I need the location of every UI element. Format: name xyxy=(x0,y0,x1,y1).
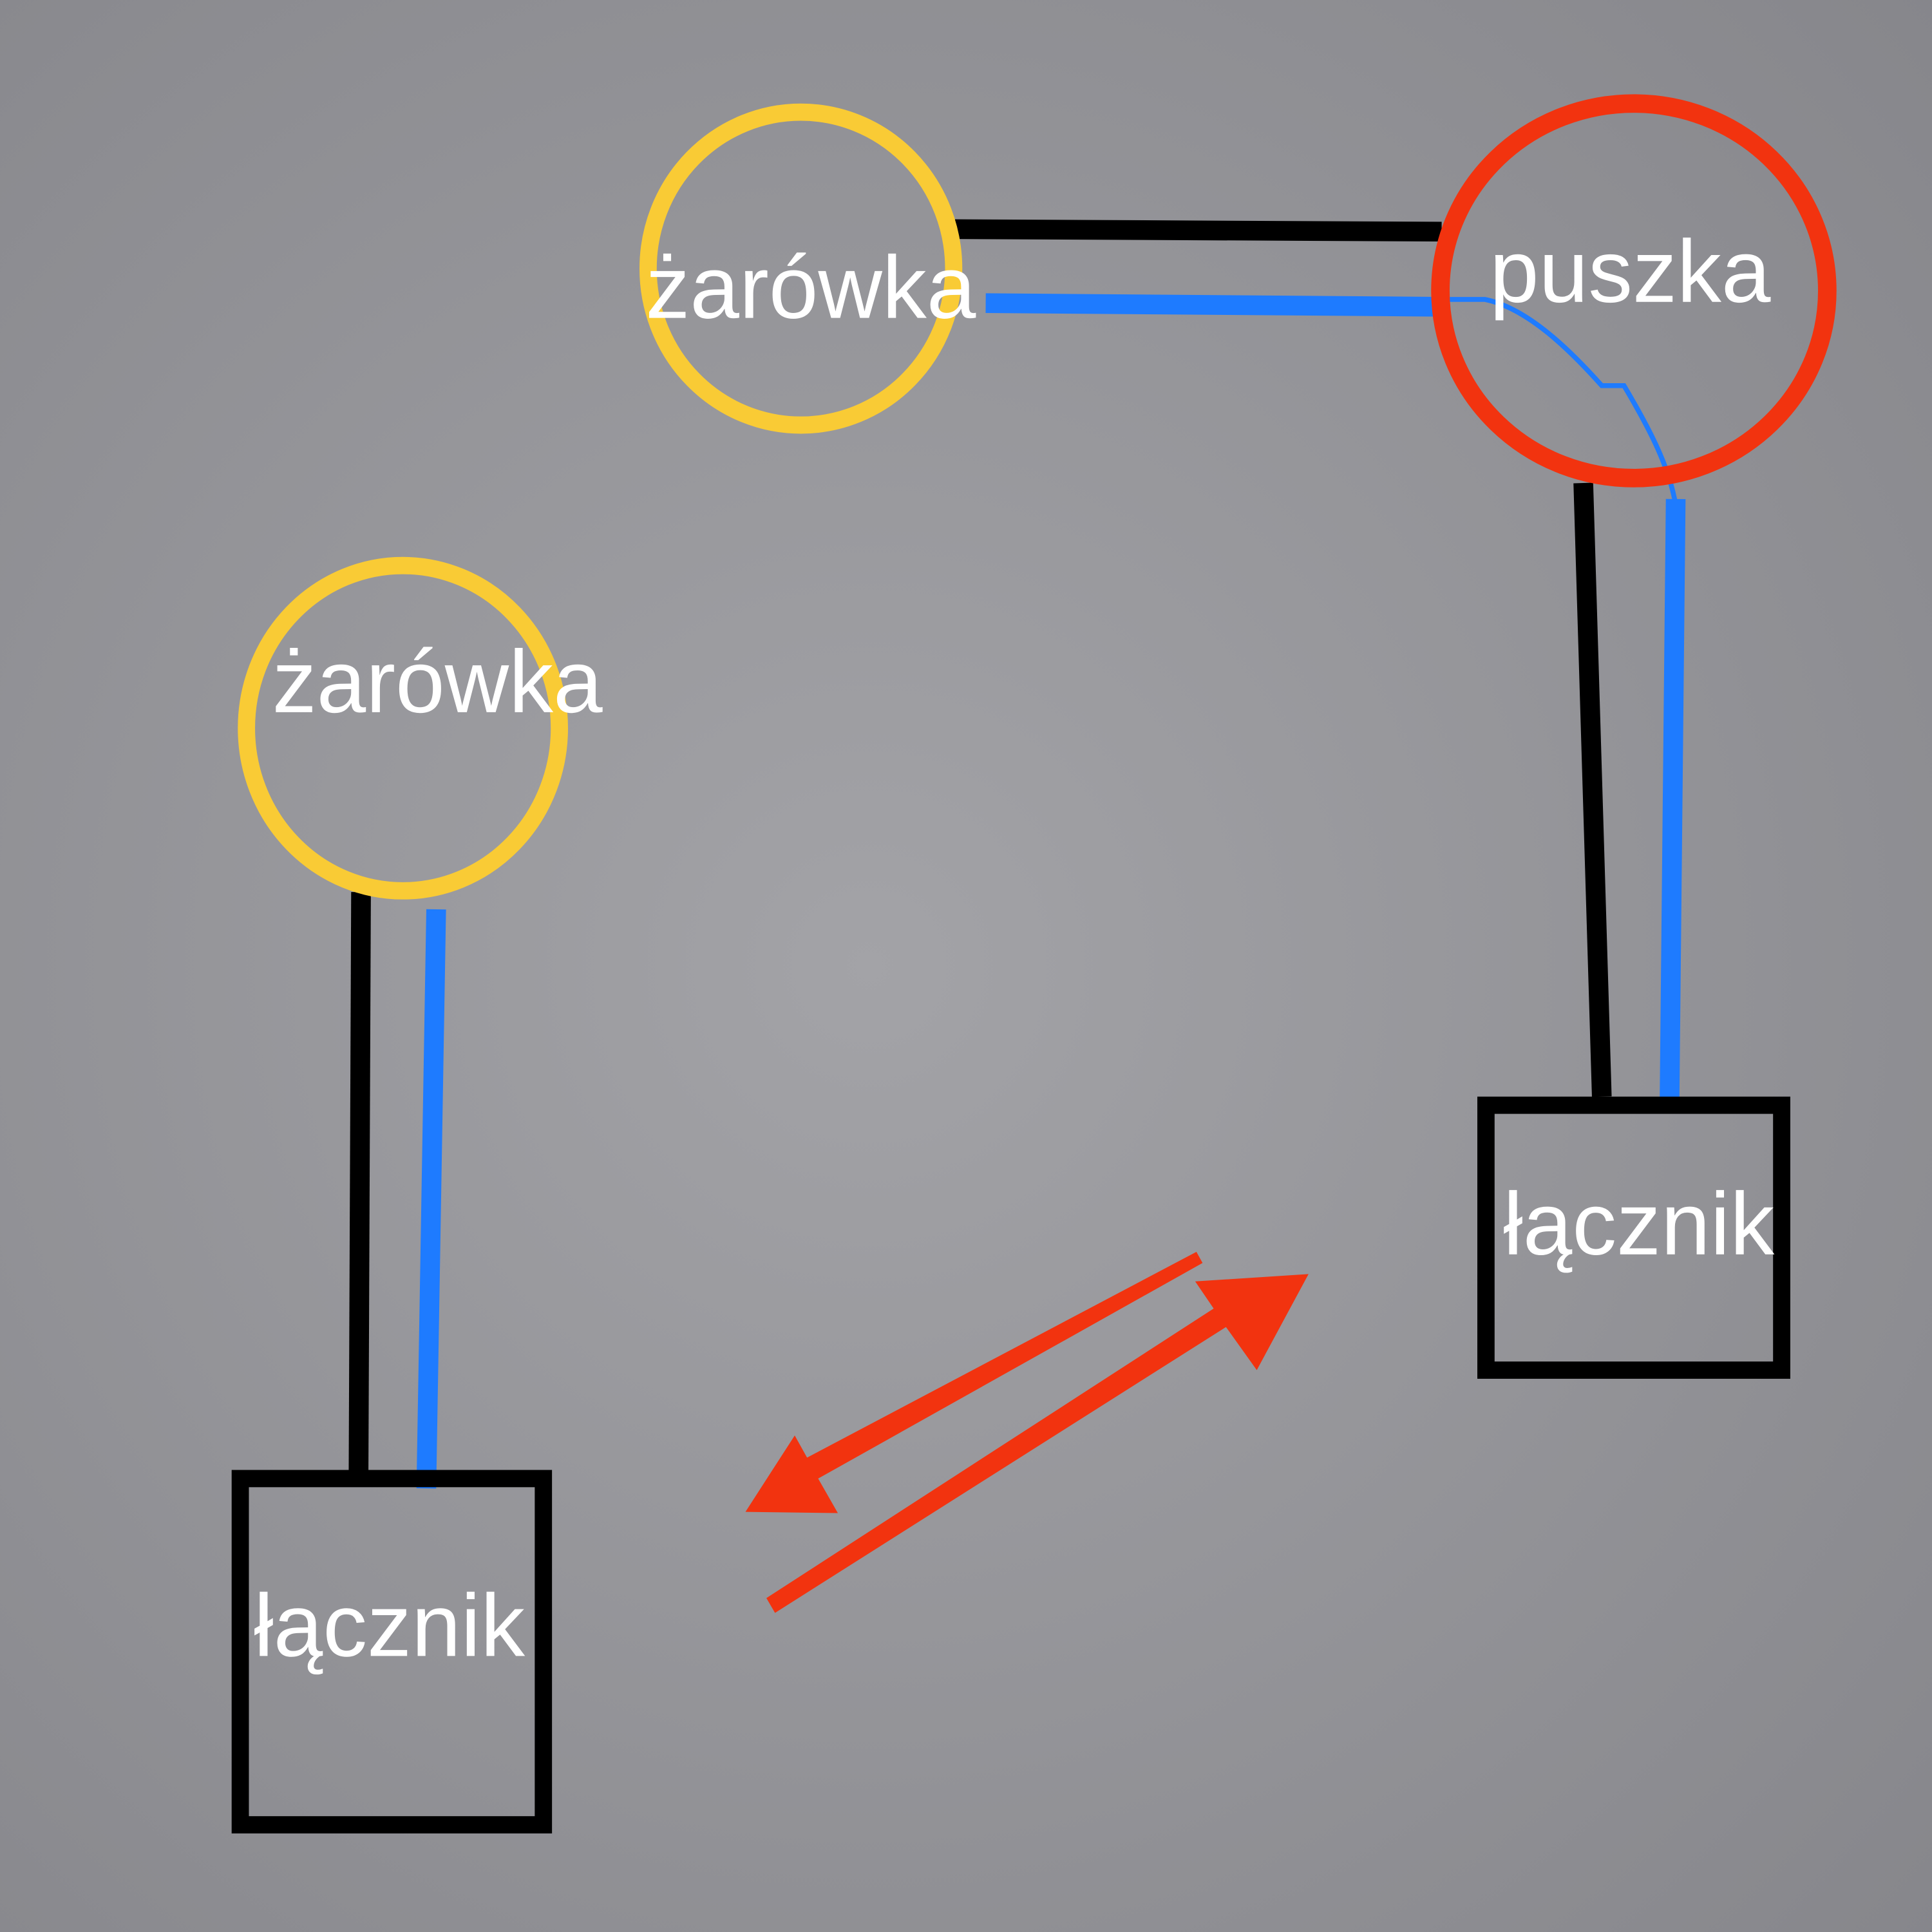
junction-box-circle xyxy=(1431,94,1837,488)
label-bulb-top: żarówka xyxy=(645,238,976,337)
bulb-left-circle xyxy=(238,556,569,900)
neutral-wire-right xyxy=(1660,498,1686,1099)
neutral-wire-left xyxy=(416,909,446,1489)
label-bulb-left: żarówka xyxy=(272,632,603,732)
label-switch-left: łącznik xyxy=(254,1576,526,1675)
live-wire-left xyxy=(348,892,371,1474)
live-wire-top xyxy=(954,219,1442,242)
arrow-up-right-icon xyxy=(766,1274,1309,1613)
switch-left-box xyxy=(231,1470,553,1833)
bulb-top-circle xyxy=(639,103,963,434)
switch-right-box xyxy=(1477,1096,1790,1379)
neutral-wire-top xyxy=(985,293,1444,317)
label-switch-right: łącznik xyxy=(1503,1175,1775,1274)
arrow-down-left-icon xyxy=(745,1251,1203,1513)
label-junction-box: puszka xyxy=(1490,222,1771,321)
live-wire-right xyxy=(1573,482,1612,1097)
